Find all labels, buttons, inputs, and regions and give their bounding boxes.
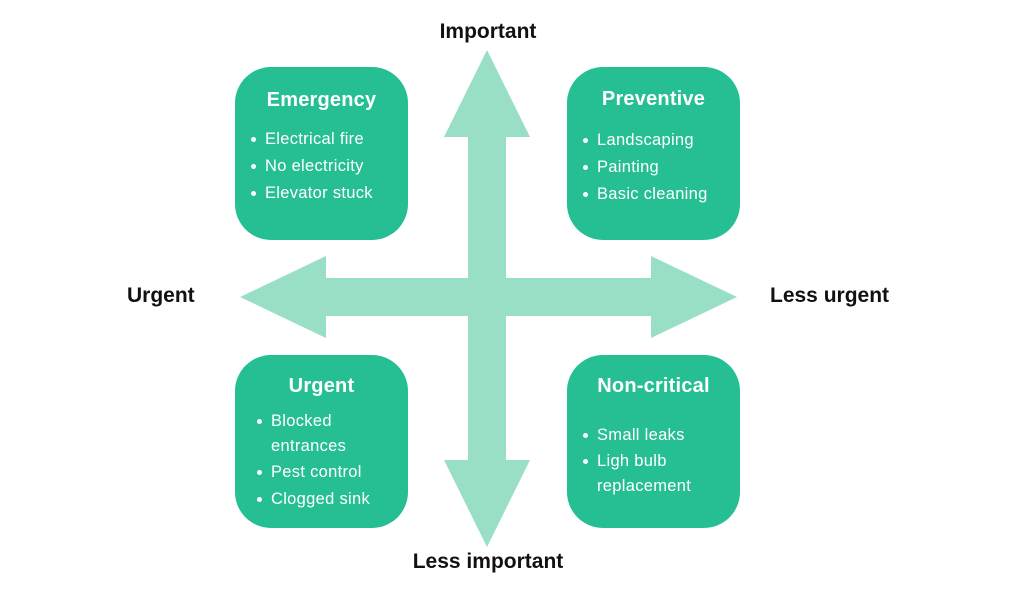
quadrant-emergency: Emergency Electrical fire No electricity…	[235, 67, 408, 240]
quadrant-title: Preventive	[601, 88, 706, 110]
list-item: Small leaks	[579, 422, 729, 449]
list-item: Blocked entrances	[253, 409, 398, 459]
list-item: Basic cleaning	[579, 181, 740, 208]
quadrant-list: Small leaks Ligh bulb replacement	[567, 422, 729, 499]
quadrant-list: Blocked entrances Pest control Clogged s…	[235, 409, 398, 513]
list-item: Painting	[579, 154, 740, 181]
quadrant-title: Non-critical	[597, 375, 710, 397]
axis-label-less-important: Less important	[412, 550, 564, 573]
quadrant-title: Urgent	[288, 375, 355, 397]
list-item: Landscaping	[579, 127, 740, 154]
axis-label-urgent: Urgent	[127, 284, 195, 307]
quadrant-title: Emergency	[266, 89, 377, 111]
quadrant-list: Landscaping Painting Basic cleaning	[567, 127, 740, 208]
list-item: Elevator stuck	[247, 180, 408, 207]
quadrant-urgent: Urgent Blocked entrances Pest control Cl…	[235, 355, 408, 528]
list-item: No electricity	[247, 153, 408, 180]
quadrant-non-critical: Non-critical Small leaks Ligh bulb repla…	[567, 355, 740, 528]
list-item: Clogged sink	[253, 486, 398, 513]
axis-label-less-urgent: Less urgent	[770, 284, 890, 307]
axis-label-important: Important	[439, 20, 537, 43]
quadrant-preventive: Preventive Landscaping Painting Basic cl…	[567, 67, 740, 240]
list-item: Pest control	[253, 459, 398, 486]
list-item: Ligh bulb replacement	[579, 449, 729, 499]
horizontal-double-arrow	[240, 256, 737, 338]
list-item: Electrical fire	[247, 126, 408, 153]
quadrant-list: Electrical fire No electricity Elevator …	[235, 126, 408, 207]
